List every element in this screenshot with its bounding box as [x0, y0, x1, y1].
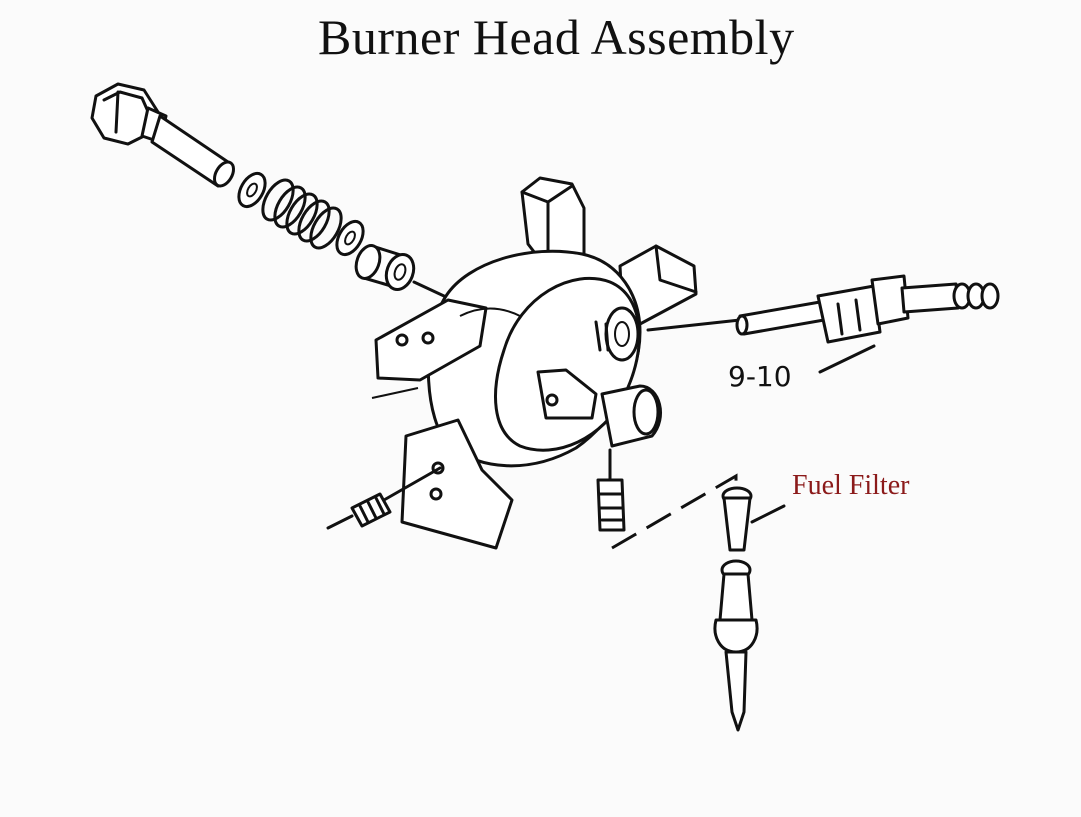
leader-probe: [646, 318, 742, 332]
leader-adapter: [412, 280, 446, 298]
washer-2: [335, 219, 365, 257]
fuel-line-dashed: [611, 473, 738, 550]
part-number-label: 9-10: [728, 360, 792, 393]
fuel-filter-label: Fuel Filter: [792, 470, 910, 501]
diagram-title: Burner Head Assembly: [318, 9, 795, 65]
fuel-filter-part: [713, 486, 759, 732]
spring: [261, 178, 343, 250]
nozzle-adapter-bolt: [90, 82, 235, 188]
probe-part-9-10: [735, 274, 1000, 344]
washer-1: [237, 171, 267, 209]
leader-part-number: [818, 344, 876, 374]
fuel-fitting: [596, 448, 626, 532]
leader-fuel-filter: [750, 504, 786, 524]
burner-head-body: [371, 176, 698, 550]
nozzle: [326, 466, 442, 530]
bushing: [354, 244, 416, 291]
